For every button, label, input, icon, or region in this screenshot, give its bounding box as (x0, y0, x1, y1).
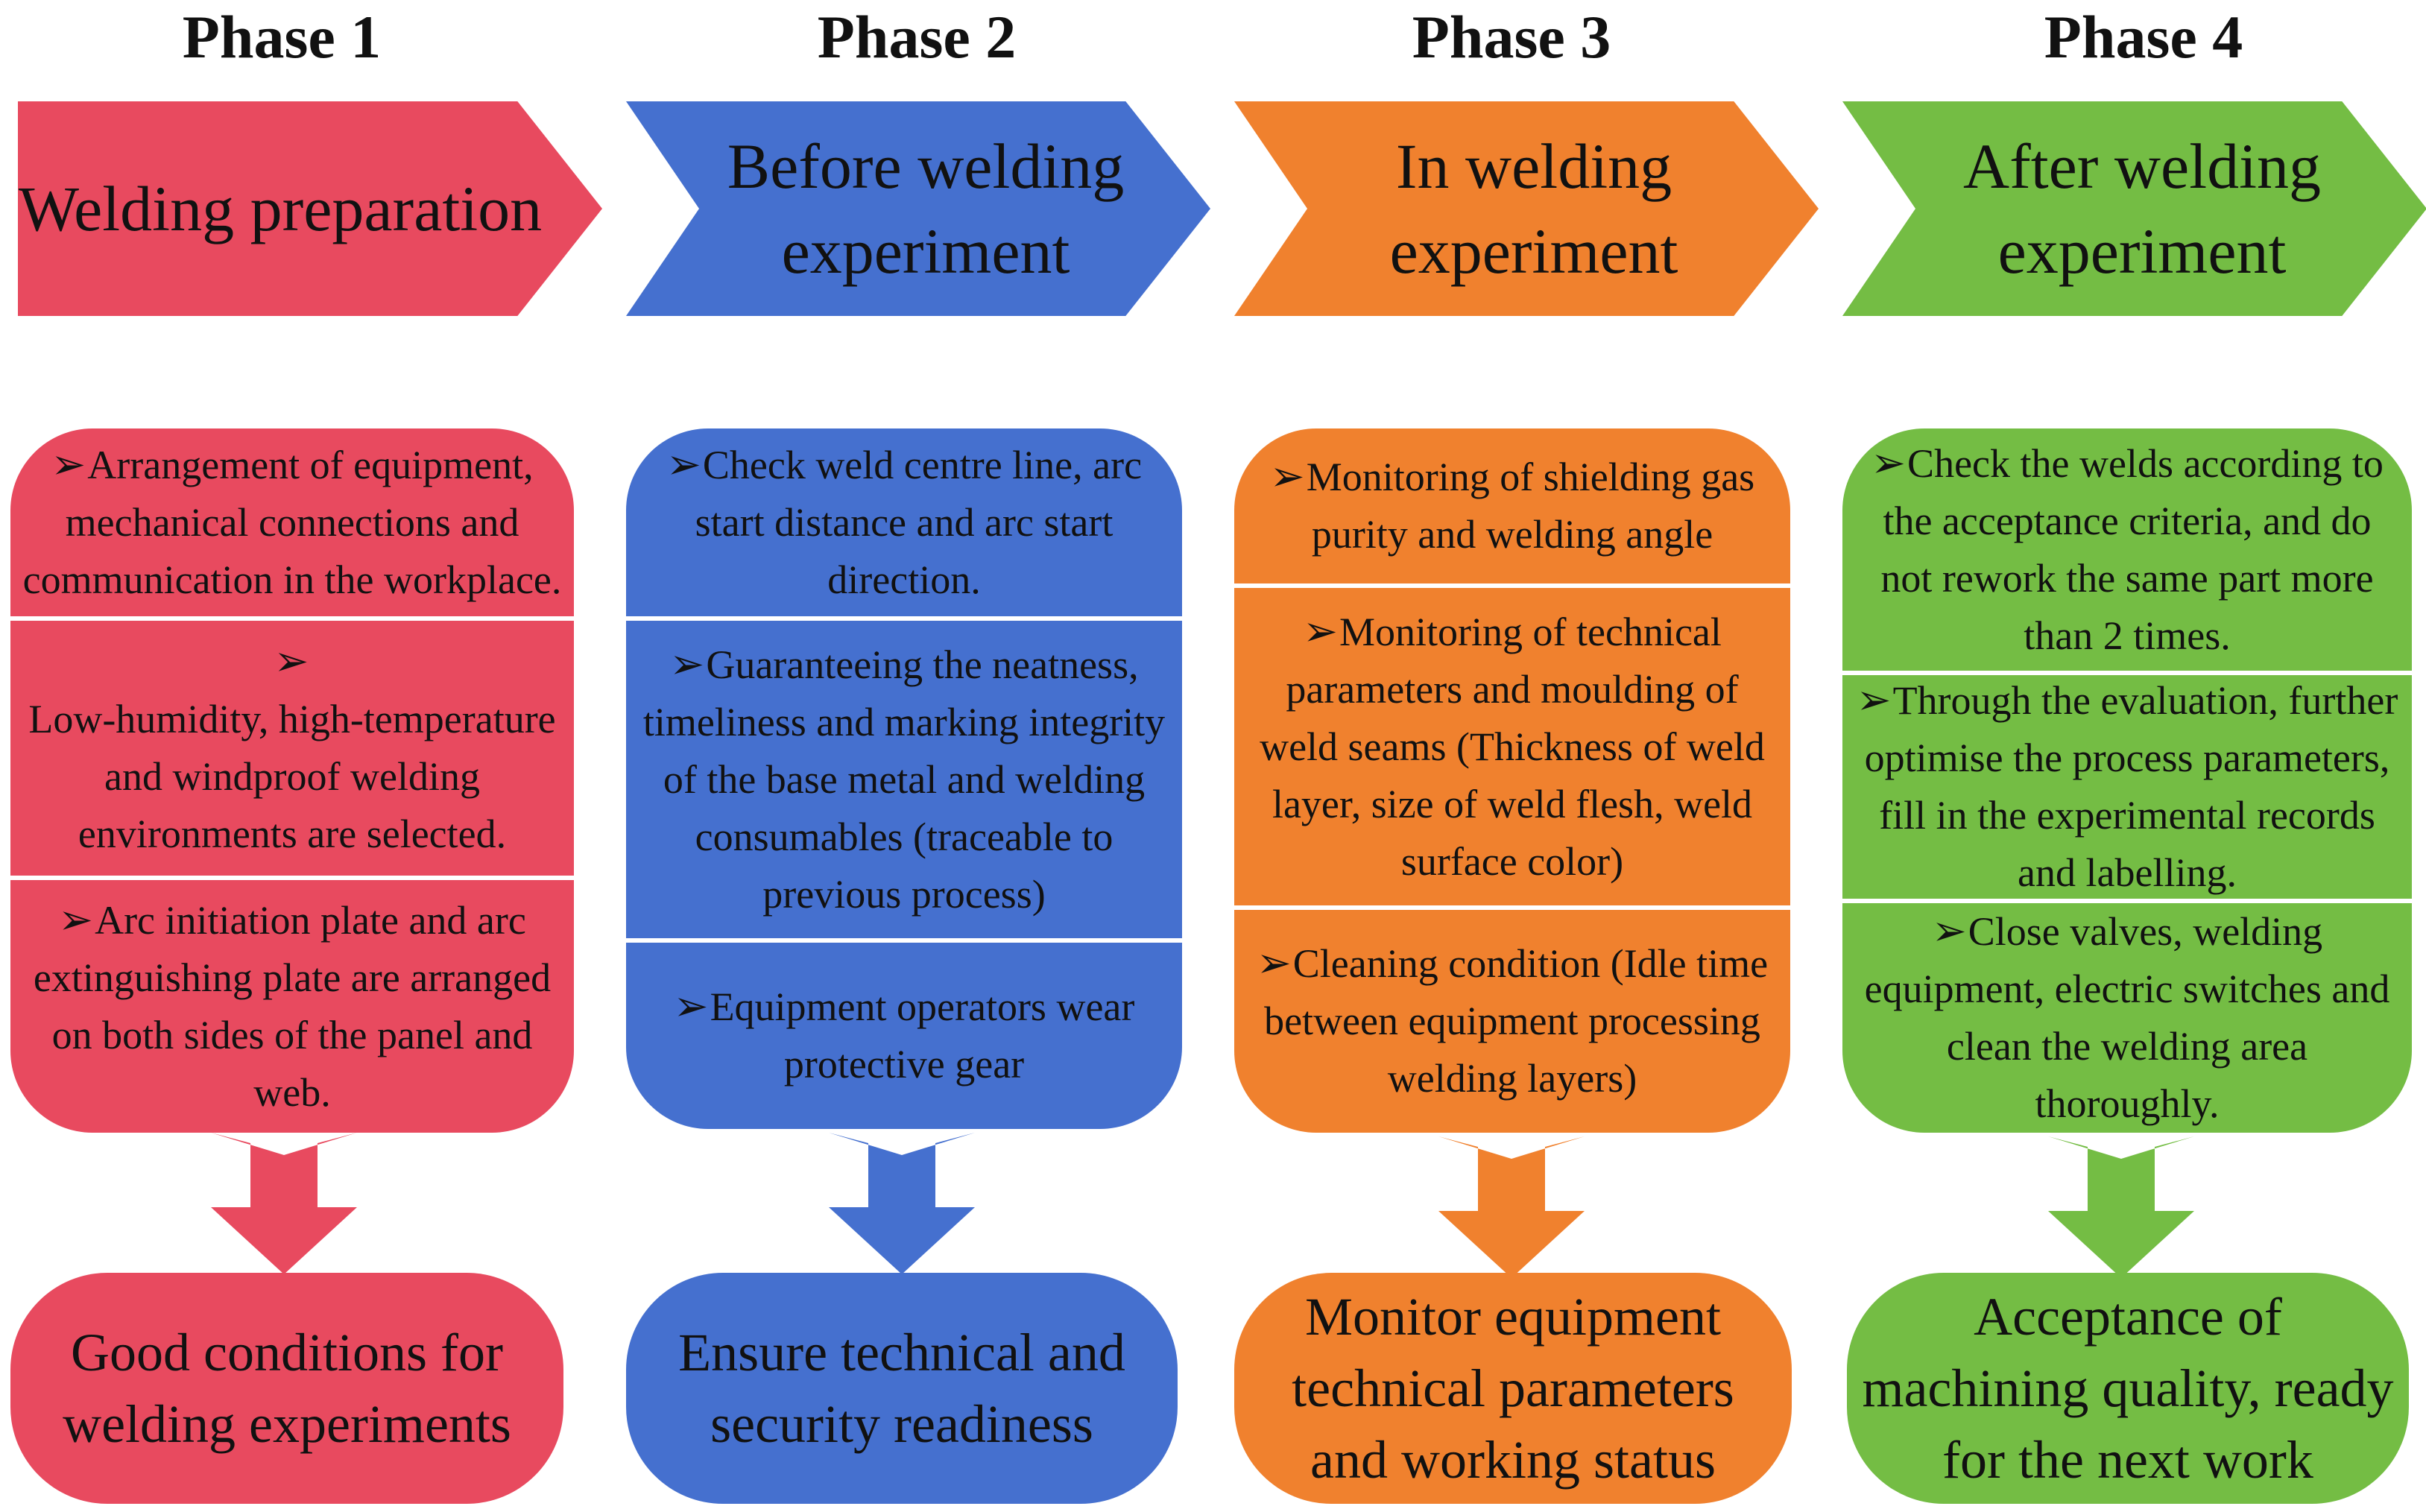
phase-3-step-1: ➢Monitoring of shielding gas purity and … (1234, 428, 1790, 588)
phase-3-name: In welding experiment (1389, 130, 1678, 287)
phase-2-outcome: Ensure technical and security readiness (626, 1273, 1178, 1504)
step-text: Close valves, welding equipment, electri… (1864, 909, 2390, 1126)
phase-2-name: Before welding experiment (727, 130, 1125, 287)
phase-4-step-2: ➢Through the evaluation, further optimis… (1842, 675, 2412, 903)
phase-2-chevron: Before welding experiment (626, 101, 1210, 316)
step-text: Check the welds according to the accepta… (1880, 440, 2384, 658)
step-text: Through the evaluation, further optimise… (1864, 678, 2398, 895)
phase-3-step-3: ➢Cleaning condition (Idle time between e… (1234, 910, 1790, 1133)
arrow-bullet-icon: ➢ (51, 441, 86, 488)
phase-2-title: Phase 2 (817, 3, 1017, 71)
phase-1-step-1: ➢Arrangement of equipment, mechanical co… (10, 428, 574, 621)
phase-4-chevron: After welding experiment (1842, 101, 2426, 316)
step-text: Guaranteeing the neatness, timeliness an… (642, 642, 1166, 917)
step-text: Monitoring of technical parameters and m… (1260, 609, 1765, 884)
arrow-bullet-icon: ➢ (1856, 677, 1892, 724)
arrow-bullet-icon: ➢ (673, 984, 709, 1030)
arrow-bullet-icon: ➢ (666, 441, 701, 488)
phase-2-step-3: ➢Equipment operators wear protective gea… (626, 943, 1182, 1129)
phase-3-chevron: In welding experiment (1234, 101, 1819, 316)
step-text: Monitoring of shielding gas purity and w… (1306, 455, 1755, 557)
arrow-bullet-icon: ➢ (669, 641, 705, 688)
arrow-bullet-icon: ➢ (274, 639, 309, 685)
phase-4-name: After welding experiment (1962, 130, 2321, 287)
down-arrow-icon (211, 1133, 357, 1274)
down-arrow-icon (829, 1133, 975, 1274)
phase-2-step-1: ➢Check weld centre line, arc start dista… (626, 428, 1182, 621)
arrow-bullet-icon: ➢ (1256, 940, 1292, 987)
arrow-bullet-icon: ➢ (1269, 454, 1305, 500)
down-arrow-icon (2048, 1136, 2194, 1278)
phase-1-name: Welding preparation (18, 173, 543, 244)
arrow-bullet-icon: ➢ (1303, 608, 1339, 655)
arrow-bullet-icon: ➢ (58, 896, 94, 943)
phase-1-title: Phase 1 (182, 3, 382, 71)
phase-1-chevron: Welding preparation (18, 101, 602, 316)
phase-4-outcome: Acceptance of machining quality, ready f… (1847, 1273, 2409, 1504)
phase-1-outcome: Good conditions for welding experiments (10, 1273, 563, 1504)
phase-4-step-3: ➢Close valves, welding equipment, electr… (1842, 903, 2412, 1133)
phase-4-steps: ➢Check the welds according to the accept… (1842, 428, 2412, 1133)
phase-1-step-2: ➢ Low-humidity, high-temperature and wind… (10, 621, 574, 880)
phase-1-steps: ➢Arrangement of equipment, mechanical co… (10, 428, 574, 1133)
phase-2-step-2: ➢Guaranteeing the neatness, timeliness a… (626, 621, 1182, 943)
arrow-bullet-icon: ➢ (1871, 440, 1907, 487)
step-text: Low-humidity, high-temperature and windp… (28, 697, 556, 856)
arrow-bullet-icon: ➢ (1931, 908, 1967, 955)
down-arrow-icon (1438, 1136, 1585, 1278)
phase-3-step-2: ➢Monitoring of technical parameters and … (1234, 588, 1790, 910)
step-text: Cleaning condition (Idle time between eq… (1264, 941, 1769, 1101)
phase-3-outcome: Monitor equipment technical parameters a… (1234, 1273, 1792, 1504)
phase-2-steps: ➢Check weld centre line, arc start dista… (626, 428, 1182, 1129)
phase-3-steps: ➢Monitoring of shielding gas purity and … (1234, 428, 1790, 1133)
phase-4-title: Phase 4 (2044, 3, 2243, 71)
step-text: Arc initiation plate and arc extinguishi… (33, 897, 552, 1115)
phase-1-step-3: ➢Arc initiation plate and arc extinguish… (10, 880, 574, 1133)
step-text: Arrangement of equipment, mechanical con… (22, 442, 562, 602)
phase-4-step-1: ➢Check the welds according to the accept… (1842, 428, 2412, 675)
step-text: Equipment operators wear protective gear (710, 984, 1135, 1086)
phase-3-title: Phase 3 (1412, 3, 1611, 71)
step-text: Check weld centre line, arc start distan… (695, 442, 1143, 602)
